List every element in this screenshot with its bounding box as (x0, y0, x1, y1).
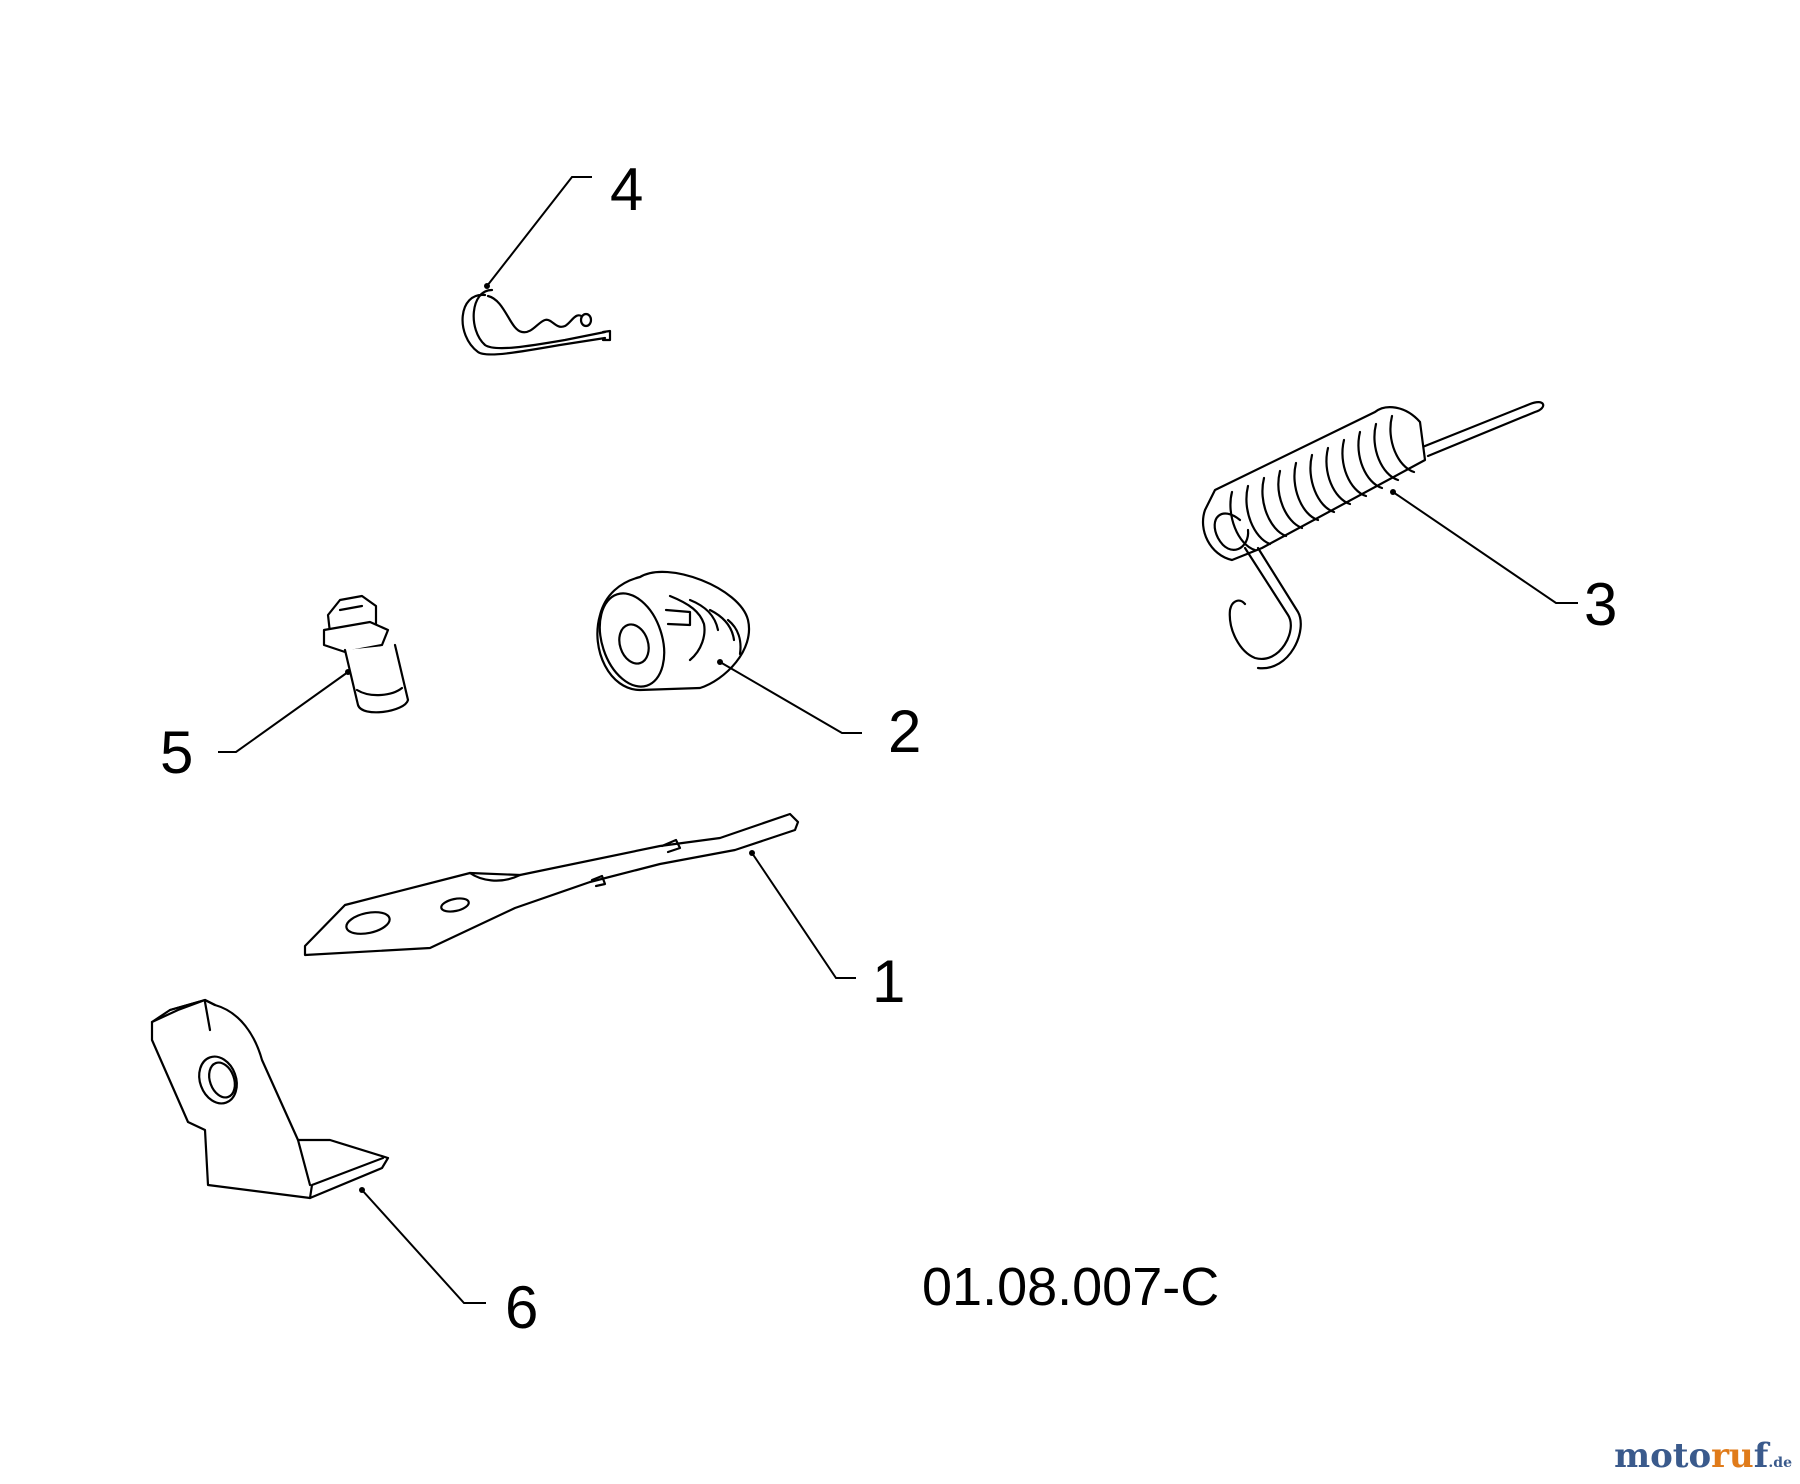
watermark-part-a: moto (1614, 1436, 1712, 1476)
callout-5: 5 (160, 719, 193, 786)
part-2-bushing (596, 570, 751, 692)
callout-2: 2 (888, 698, 921, 765)
callout-3: 3 (1584, 571, 1617, 638)
watermark-tld: .de (1768, 1455, 1792, 1471)
leader-1 (751, 852, 856, 979)
part-1-lever-plate (303, 812, 800, 957)
part-4-hairpin-clip (461, 288, 612, 356)
leader-3 (1392, 491, 1578, 604)
part-6-bracket (150, 998, 390, 1200)
leader-lines (218, 176, 1578, 1304)
watermark-part-b: ru (1711, 1436, 1754, 1476)
leader-2 (719, 661, 862, 734)
callout-1: 1 (872, 948, 905, 1015)
callout-6: 6 (505, 1274, 538, 1341)
leader-4 (486, 176, 592, 287)
callout-4: 4 (610, 156, 643, 223)
drawing-code: 01.08.007-C (922, 1257, 1219, 1317)
watermark-part-c: f (1753, 1436, 1769, 1476)
leader-5 (218, 671, 349, 753)
leader-6 (361, 1189, 486, 1304)
part-3-extension-spring (1201, 401, 1545, 670)
watermark-logo: motoruf.de (1614, 1436, 1792, 1476)
part-5-flange-bolt (322, 594, 410, 714)
